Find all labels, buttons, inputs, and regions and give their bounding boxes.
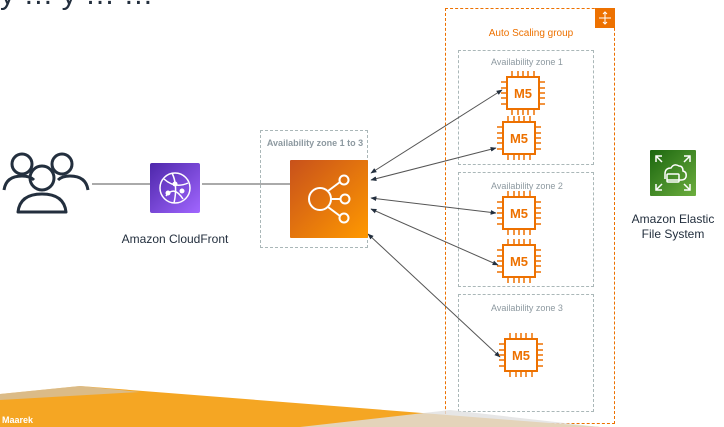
footer-author: Maarek	[2, 415, 34, 425]
users-icon	[0, 150, 92, 230]
ec2-instance-5-label: M5	[512, 348, 530, 363]
alb-to-instance-3-line	[370, 196, 497, 215]
alb-to-instance-4-line	[370, 208, 499, 266]
efs-label-line2: File System	[641, 227, 705, 241]
load-balancer-icon	[290, 160, 368, 238]
auto-scaling-icon	[595, 8, 615, 28]
ec2-instance-2: M5	[496, 115, 542, 161]
ec2-instance-1-label: M5	[514, 86, 532, 101]
slide-title: y … y … …	[0, 0, 153, 12]
ec2-instance-4-label: M5	[510, 254, 528, 269]
availability-zone-3-label: Availability zone 3	[491, 303, 563, 313]
footer-band	[0, 370, 600, 427]
availability-zone-1-label: Availability zone 1	[491, 57, 563, 67]
ec2-instance-icon: M5	[497, 191, 541, 235]
ec2-instance-4: M5	[496, 238, 542, 284]
ec2-instance-3-label: M5	[510, 206, 528, 221]
efs-label-line1: Amazon Elastic	[631, 212, 715, 226]
ec2-instance-1: M5	[500, 70, 546, 116]
ec2-instance-3: M5	[496, 190, 542, 236]
alb-to-instance-1-line	[370, 89, 503, 174]
alb-to-instance-2-line	[370, 147, 497, 181]
efs-icon	[650, 150, 696, 196]
cloudfront-icon	[150, 163, 200, 213]
auto-scaling-group-label: Auto Scaling group	[488, 28, 574, 39]
cloudfront-label: Amazon CloudFront	[121, 232, 229, 246]
ec2-instance-2-label: M5	[510, 131, 528, 146]
alb-to-instance-5-line	[367, 233, 501, 358]
ec2-instance-5: M5	[498, 332, 544, 378]
ec2-instance-icon: M5	[501, 71, 545, 115]
ec2-instance-icon: M5	[497, 239, 541, 283]
availability-zone-2-label: Availability zone 2	[491, 181, 563, 191]
ec2-instance-icon: M5	[499, 333, 543, 377]
efs-label: Amazon Elastic File System	[622, 212, 724, 242]
alb-availability-zone-label: Availability zone 1 to 3	[266, 138, 364, 148]
ec2-instance-icon: M5	[497, 116, 541, 160]
